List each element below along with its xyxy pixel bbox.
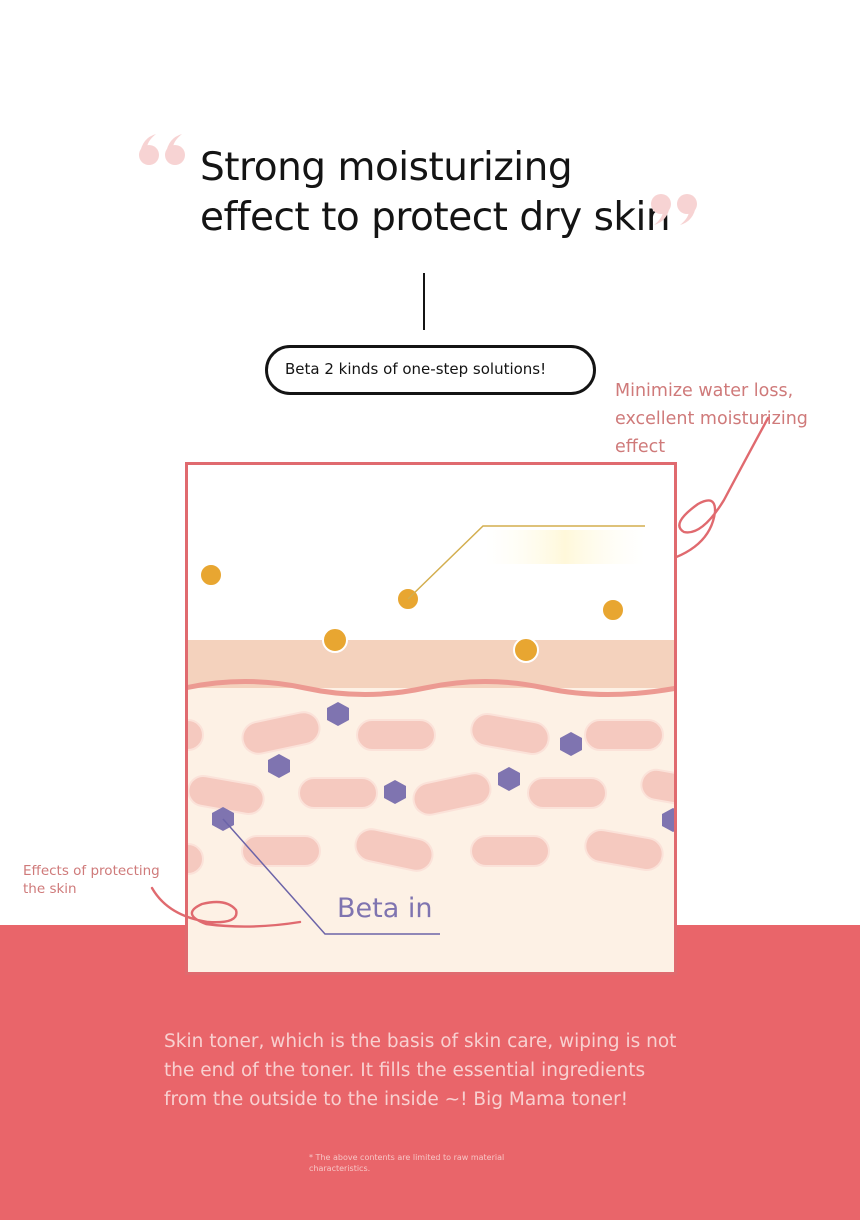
protecting-note-line-2: the skin [23, 881, 77, 897]
protecting-note-line-1: Effects of protecting [23, 863, 160, 879]
swirl-right-decoration [656, 416, 770, 565]
footnote-line-2: characteristics. [309, 1164, 371, 1173]
open-quote-icon [139, 134, 185, 165]
solution-pill [265, 345, 596, 395]
swirl-left-decoration [150, 886, 302, 928]
headline-line-2: effect to protect dry skin [200, 195, 671, 240]
moisturizing-note-line-3: effect [615, 437, 666, 457]
description-line-1: Skin toner, which is the basis of skin c… [164, 1031, 677, 1052]
description-text: Skin toner, which is the basis of skin c… [164, 1027, 704, 1114]
description-line-2: the end of the toner. It fills the essen… [164, 1060, 646, 1081]
close-quote-icon [651, 194, 697, 225]
skin-layer-diagram [185, 462, 677, 975]
headline: Strong moisturizing effect to protect dr… [200, 143, 680, 243]
footnote-line-1: * The above contents are limited to raw … [309, 1153, 505, 1162]
moisturizing-note-line-1: Minimize water loss, [615, 381, 794, 401]
moisturizing-note: Minimize water loss, excellent moisturiz… [615, 377, 855, 461]
disclaimer-footnote: * The above contents are limited to raw … [309, 1152, 549, 1174]
headline-line-1: Strong moisturizing [200, 145, 573, 190]
connector-line [423, 273, 425, 330]
beta-in-label: Beta in [337, 893, 433, 924]
description-line-3: from the outside to the inside ~! Big Ma… [164, 1089, 629, 1110]
solution-pill-text: Beta 2 kinds of one-step solutions! [285, 360, 547, 378]
protecting-note: Effects of protecting the skin [23, 862, 203, 898]
moisturizing-note-line-2: excellent moisturizing [615, 409, 808, 429]
